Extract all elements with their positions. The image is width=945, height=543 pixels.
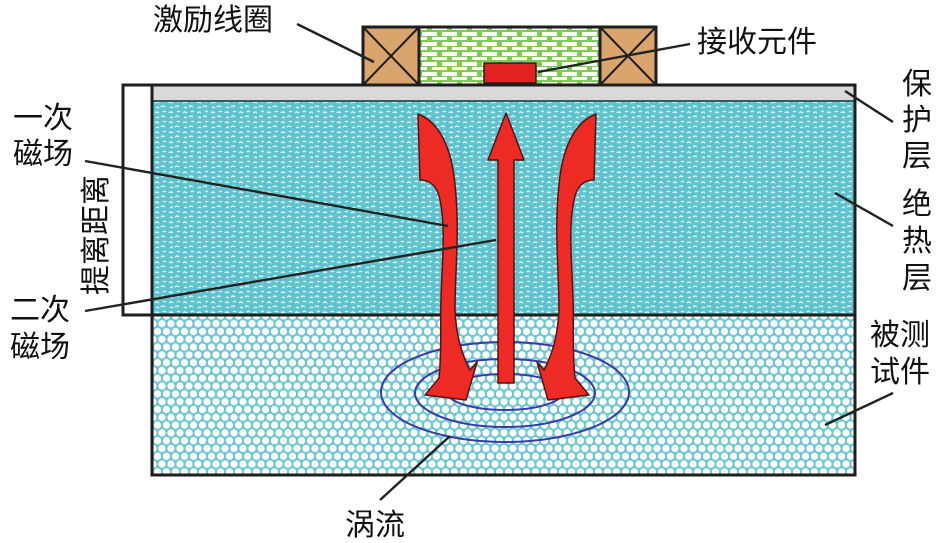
secondary-field-label-line2: 磁场	[10, 330, 70, 365]
test-piece-label-line1: 被测	[870, 318, 930, 353]
liftoff-bracket	[121, 83, 154, 317]
secondary-field-label-line1: 二次	[10, 293, 70, 328]
magnetic-field-arrows	[417, 112, 597, 401]
protective-layer-label-2: 护	[902, 103, 932, 138]
insulation-layer-label-3: 层	[902, 261, 932, 296]
primary-field-arrow-right	[536, 113, 597, 401]
leader-lines	[84, 22, 894, 501]
probe	[361, 25, 658, 87]
excitation-coil-left	[361, 25, 421, 87]
excitation-coil-label: 激励线圈	[153, 3, 273, 38]
receiver-element-label: 接收元件	[697, 25, 817, 60]
insulation-layer-label-1: 绝	[902, 187, 932, 222]
protective-layer-label-1: 保	[902, 67, 932, 102]
receiver-element	[483, 62, 537, 84]
protective-layer	[152, 85, 855, 101]
primary-field-label-line2: 磁场	[13, 137, 73, 172]
liftoff-label: 提离距离	[79, 175, 114, 295]
protective-layer-label-3: 层	[902, 139, 932, 174]
insulation-layer-label-2: 热	[902, 224, 932, 259]
primary-field-arrow-left	[417, 113, 478, 401]
test-piece-label-line2: 试件	[870, 355, 930, 390]
primary-field-label-line1: 一次	[13, 101, 73, 136]
eddy-current-label: 涡流	[345, 508, 405, 543]
secondary-field-arrow	[487, 112, 525, 384]
